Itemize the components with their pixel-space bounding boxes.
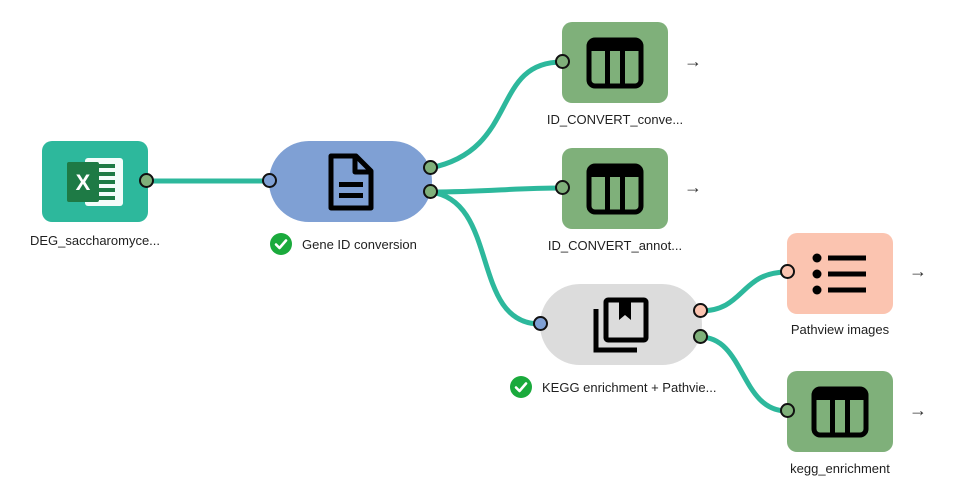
svg-text:X: X [76,170,91,195]
pathview-expand-arrow-icon[interactable]: → [909,261,927,281]
check-icon [510,376,532,398]
kegg-label: KEGG enrichment + Pathvie... [542,379,717,395]
annotated-input-port[interactable] [555,180,570,195]
excel-icon: X [67,157,123,206]
excel-output-port[interactable] [139,173,154,188]
kegg-output-port-2[interactable] [693,329,708,344]
annotated-node-label: ID_CONVERT_annot... [547,238,683,253]
kegg-table-expand-arrow-icon[interactable]: → [909,400,927,420]
table-icon [811,386,869,437]
kegg-status: KEGG enrichment + Pathvie... [510,376,717,398]
kegg-input-port[interactable] [533,316,548,331]
gene-id-conversion-node[interactable] [269,141,432,222]
edge-kegg-to-kegg-table [697,334,790,414]
library-bookmark-icon [593,297,649,352]
pathview-images-node[interactable] [787,233,893,314]
kegg-table-node-label: kegg_enrichment [790,461,890,476]
table-icon [586,37,644,88]
excel-input-node[interactable]: X [42,141,148,222]
annotated-expand-arrow-icon[interactable]: → [684,177,702,197]
converted-input-port[interactable] [555,54,570,69]
gene-id-input-port[interactable] [262,173,277,188]
kegg-table-input-port[interactable] [780,403,795,418]
gene-id-output-port-2[interactable] [423,184,438,199]
edge-kegg-to-pathview [697,269,790,314]
list-icon [812,253,866,294]
kegg-enrichment-table-node[interactable] [787,371,893,452]
kegg-output-port-1[interactable] [693,303,708,318]
pathview-node-label: Pathview images [790,322,890,337]
id-convert-converted-node[interactable] [562,22,668,103]
excel-node-label: DEG_saccharomyce... [29,233,161,248]
converted-node-label: ID_CONVERT_conve... [546,112,684,127]
document-icon [328,153,373,210]
id-convert-annotated-node[interactable] [562,148,668,229]
check-icon [270,233,292,255]
kegg-enrichment-node[interactable] [540,284,702,365]
edge-gene-id-to-annotated [427,185,565,195]
gene-id-status: Gene ID conversion [270,233,417,255]
edge-gene-id-to-kegg [427,189,543,327]
converted-expand-arrow-icon[interactable]: → [684,51,702,71]
table-icon [586,163,644,214]
gene-id-output-port-1[interactable] [423,160,438,175]
pathview-input-port[interactable] [780,264,795,279]
gene-id-label: Gene ID conversion [302,236,417,252]
